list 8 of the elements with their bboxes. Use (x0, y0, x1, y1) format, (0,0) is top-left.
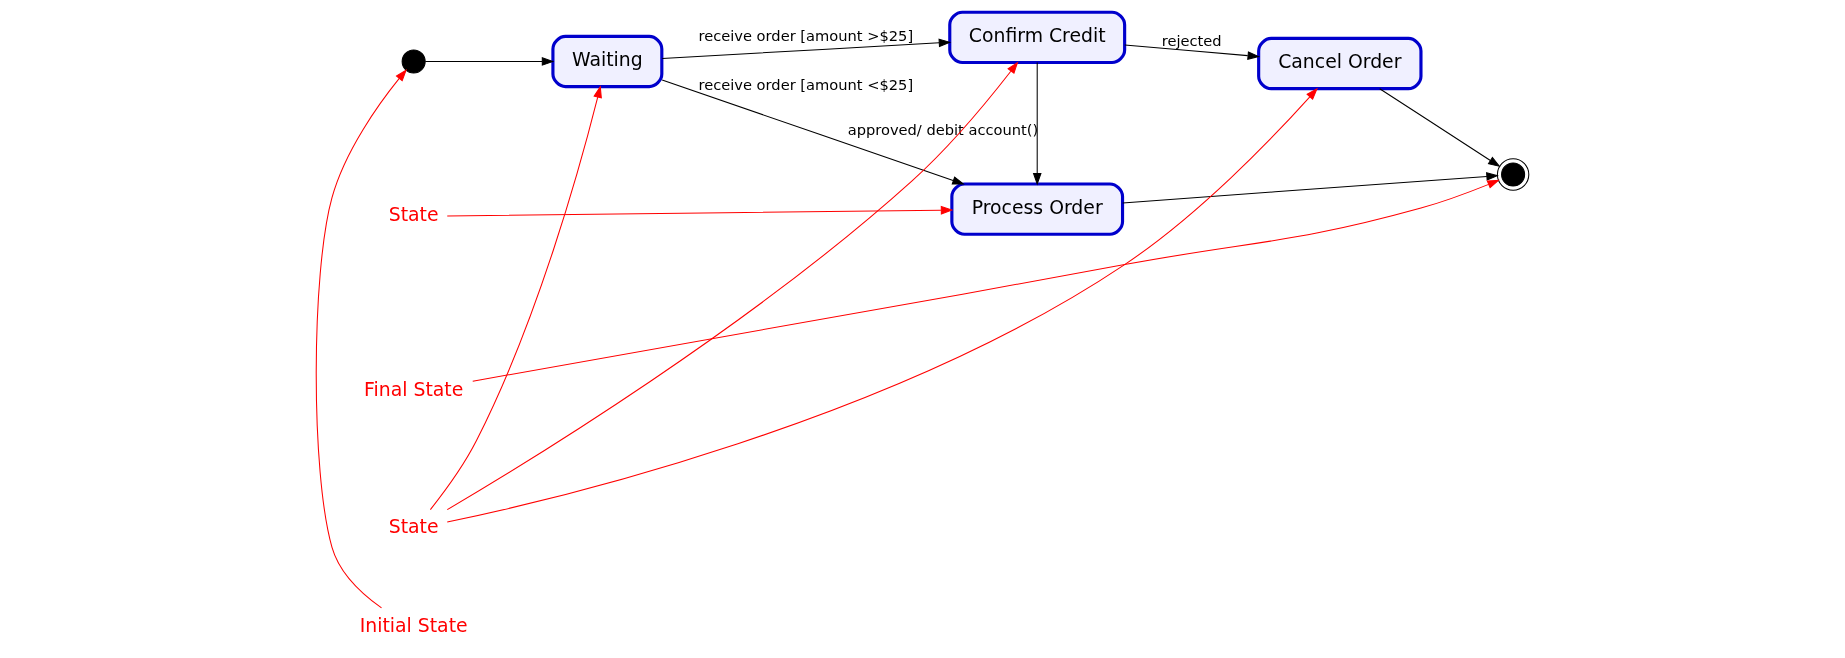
edge-label: rejected (1161, 31, 1222, 49)
edge-label: receive order [amount <$25] (698, 75, 914, 93)
node-text: Final State (364, 378, 464, 400)
edge-label: approved/ debit account() (847, 121, 1039, 139)
node-text: State (388, 516, 439, 538)
node-text: State (388, 204, 439, 226)
edge-label: receive order [amount >$25] (698, 26, 914, 44)
node-text: Initial State (359, 614, 468, 636)
